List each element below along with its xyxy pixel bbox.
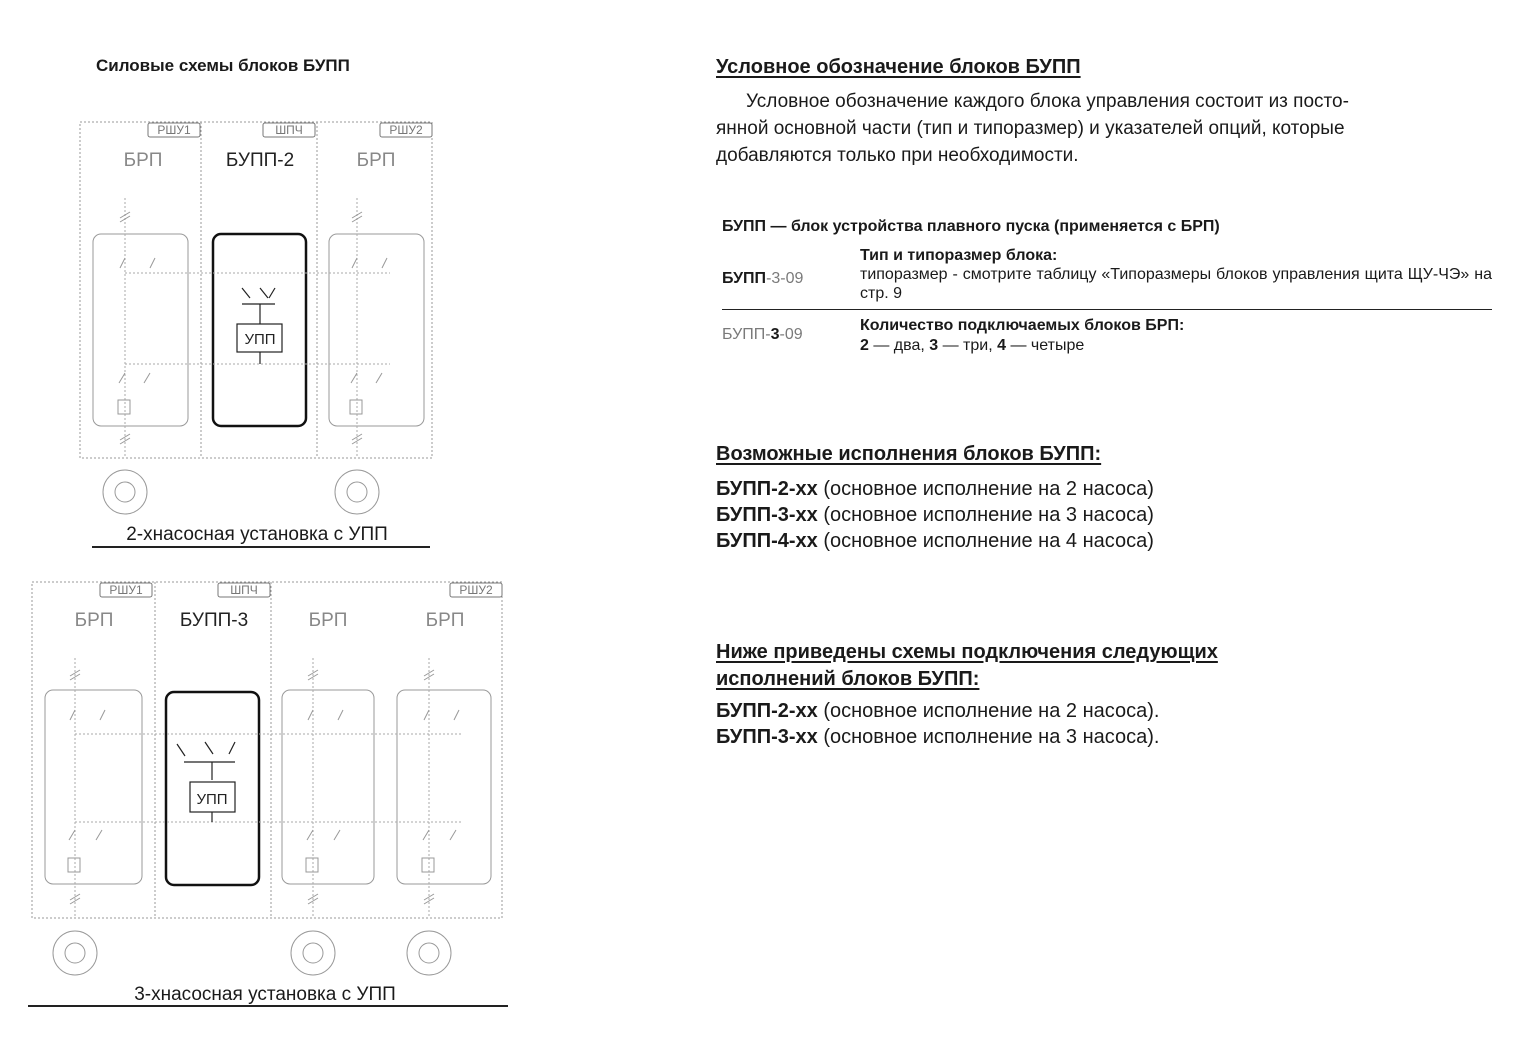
heading-schemes-line-1: Ниже приведены схемы подключения следующ… <box>716 641 1218 663</box>
label-bupp-2: БУПП-2 <box>226 150 294 171</box>
row-size-code: БУПП-3-09 <box>722 270 804 287</box>
variant-3: БУПП-3-хх (основное исполнение на 3 насо… <box>716 504 1154 526</box>
table-row-size: БУПП-3-09 Тип и типоразмер блока: типора… <box>722 246 1492 310</box>
caption-underline-1 <box>92 546 430 548</box>
table-row-count: БУПП-3-09 Количество подключаемых блоков… <box>722 316 1492 356</box>
upp-label-2: УПП <box>196 791 227 808</box>
variants-list: БУПП-2-хх (основное исполнение на 2 насо… <box>716 476 1154 554</box>
label-brp-b1: БРП <box>75 610 114 631</box>
tag-shpch-b: ШПЧ <box>230 583 258 597</box>
heading-designation: Условное обозначение блоков БУПП <box>716 56 1081 78</box>
paragraph-line-2: янной основной части (тип и типоразмер) … <box>716 118 1345 139</box>
tag-shpch: ШПЧ <box>275 123 303 137</box>
schemes-list: БУПП-2-хх (основное исполнение на 2 насо… <box>716 698 1159 750</box>
paragraph-line-3: добавляются только при необходимости. <box>716 145 1079 166</box>
label-brp-b2: БРП <box>309 610 348 631</box>
power-diagram-3-pumps: РШУ1 ШПЧ РШУ2 БРП БУПП-3 БРП БРП <box>31 581 503 976</box>
tag-rshu1: РШУ1 <box>157 123 191 137</box>
caption-underline-2 <box>28 1005 508 1007</box>
paragraph-line-1: Условное обозначение каждого блока управ… <box>746 91 1349 112</box>
row-count-desc: Количество подключаемых блоков БРП: 2 — … <box>860 317 1185 354</box>
heading-schemes-line-2: исполнений блоков БУПП: <box>716 668 980 690</box>
caption-3-pumps: 3-хнасосная установка с УПП <box>134 984 396 1005</box>
label-brp-b3: БРП <box>426 610 465 631</box>
label-bupp-3: БУПП-3 <box>180 610 248 631</box>
scheme-2: БУПП-2-хх (основное исполнение на 2 насо… <box>716 700 1160 722</box>
label-brp-1: БРП <box>124 150 163 171</box>
left-title: Силовые схемы блоков БУПП <box>96 56 350 75</box>
label-brp-2: БРП <box>357 150 396 171</box>
tag-rshu2: РШУ2 <box>389 123 423 137</box>
row-size-desc: Тип и типоразмер блока: типоразмер - смо… <box>860 247 1492 302</box>
table-header: БУПП — блок устройства плавного пуска (п… <box>722 218 1220 235</box>
row-count-code: БУПП-3-09 <box>722 326 803 343</box>
scheme-3: БУПП-3-хх (основное исполнение на 3 насо… <box>716 726 1160 748</box>
option-table: БУПП — блок устройства плавного пуска (п… <box>722 218 1492 356</box>
variant-2: БУПП-2-хх (основное исполнение на 2 насо… <box>716 478 1154 500</box>
caption-2-pumps: 2-хнасосная установка с УПП <box>126 524 388 545</box>
heading-schemes: Ниже приведены схемы подключения следующ… <box>716 639 1218 693</box>
tag-rshu1-b: РШУ1 <box>109 583 143 597</box>
tag-rshu2-b: РШУ2 <box>459 583 493 597</box>
heading-variants: Возможные исполнения блоков БУПП: <box>716 443 1102 465</box>
designation-paragraph: Условное обозначение каждого блока управ… <box>716 88 1496 169</box>
variant-4: БУПП-4-хх (основное исполнение на 4 насо… <box>716 530 1154 552</box>
power-diagram-2-pumps: РШУ1 ШПЧ РШУ2 БРП БУПП-2 БРП УПП <box>79 121 433 515</box>
upp-label-1: УПП <box>244 331 275 348</box>
